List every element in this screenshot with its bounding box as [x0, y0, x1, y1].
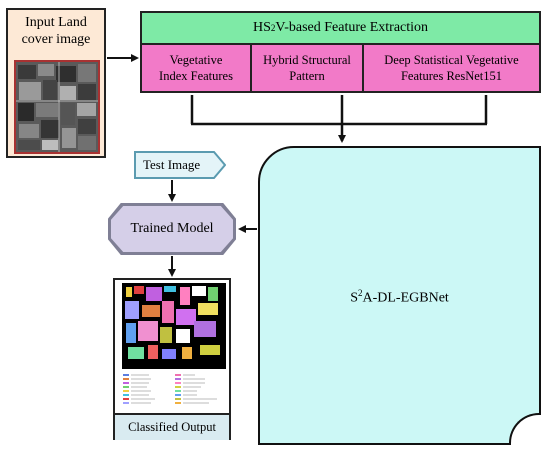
network-block: S2A-DL-EGBNet	[258, 146, 541, 445]
legend-graphic	[123, 374, 217, 404]
fx-cell-1-line2: Index Features	[159, 69, 233, 83]
fx-cell-3-line2: Features ResNet151	[400, 69, 502, 83]
fx-cell-3-line1: Deep Statistical Vegetative	[384, 53, 519, 67]
fx-title-pre: HS	[252, 20, 271, 35]
net-label-sup: 2	[357, 288, 363, 298]
test-image-shape	[134, 151, 226, 179]
network-label: S2A-DL-EGBNet	[260, 288, 539, 307]
fx-cell-1-line1: Vegetative	[169, 53, 223, 67]
fx-title-sup: 2	[270, 23, 276, 33]
net-label-post: A-DL-EGBNet	[362, 290, 449, 306]
classified-output-box: Classified Output	[113, 278, 231, 440]
fx-cell-2-line1: Hybrid Structural	[263, 53, 351, 67]
trained-model-label: Trained Model	[130, 221, 214, 236]
trained-model-box: Trained Model	[111, 206, 233, 252]
classification-legend	[119, 372, 229, 410]
fx-cell-2-line2: Pattern	[289, 69, 325, 83]
satellite-image	[14, 60, 100, 154]
classified-output-caption: Classified Output	[115, 413, 229, 440]
input-title-line1: Input Land	[25, 15, 87, 30]
fx-title-post: V-based Feature Extraction	[275, 20, 429, 35]
satellite-image-graphic	[16, 62, 98, 152]
input-title: Input Land cover image	[8, 14, 104, 48]
classification-map	[122, 283, 226, 369]
test-image-label: Test Image	[143, 157, 201, 172]
input-title-line2: cover image	[21, 32, 91, 47]
net-label-pre: S	[350, 290, 358, 306]
input-land-cover-box: Input Land cover image	[6, 8, 106, 158]
classification-map-graphic	[122, 283, 226, 369]
